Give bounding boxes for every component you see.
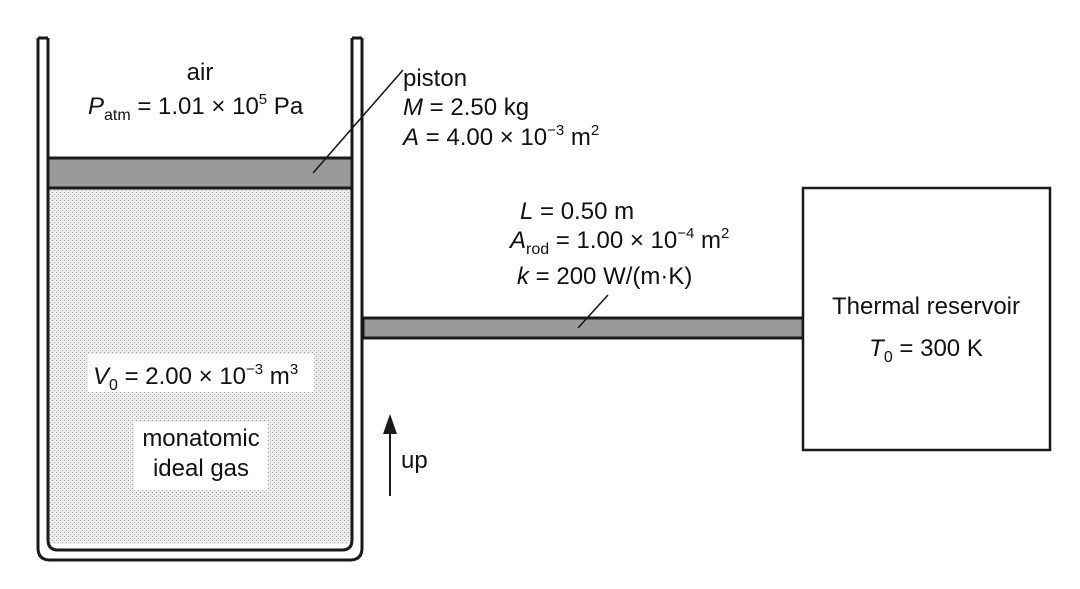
cylinder-inner-wall [46,38,354,552]
rod-area-label: Arod = 1.00 × 10−4 m2 [508,225,729,258]
rod-length-label: L = 0.50 m [520,198,634,225]
piston-body [46,156,354,190]
reservoir-temperature-label: T0 = 300 K [869,335,983,366]
piston-area-label: A = 4.00 × 10−3 m2 [401,122,599,151]
piston-label: piston [403,65,467,92]
air-label: air [187,59,214,86]
gas-type-label-background [134,422,268,490]
direction-label: up [401,447,428,474]
rod-leader-line [577,294,609,329]
piston-mass-label: M = 2.50 kg [403,94,529,121]
gas-volume-label: V0 = 2.00 × 10−3 m3 [93,361,298,394]
rod-conductivity-label: k = 200 W/(m·K) [517,263,692,290]
conducting-rod [361,316,805,340]
cylinder-wall [36,38,364,562]
gas-type-line1: monatomic [142,425,259,452]
reservoir-title: Thermal reservoir [832,293,1020,320]
gas-type-line2: ideal gas [153,455,249,482]
up-arrow-icon [383,414,397,434]
thermal-reservoir-box [801,186,1052,452]
atmospheric-pressure-label: Patm = 1.01 × 105 Pa [88,91,304,124]
volume-label-background [88,354,314,392]
piston-leader-line [312,69,404,174]
